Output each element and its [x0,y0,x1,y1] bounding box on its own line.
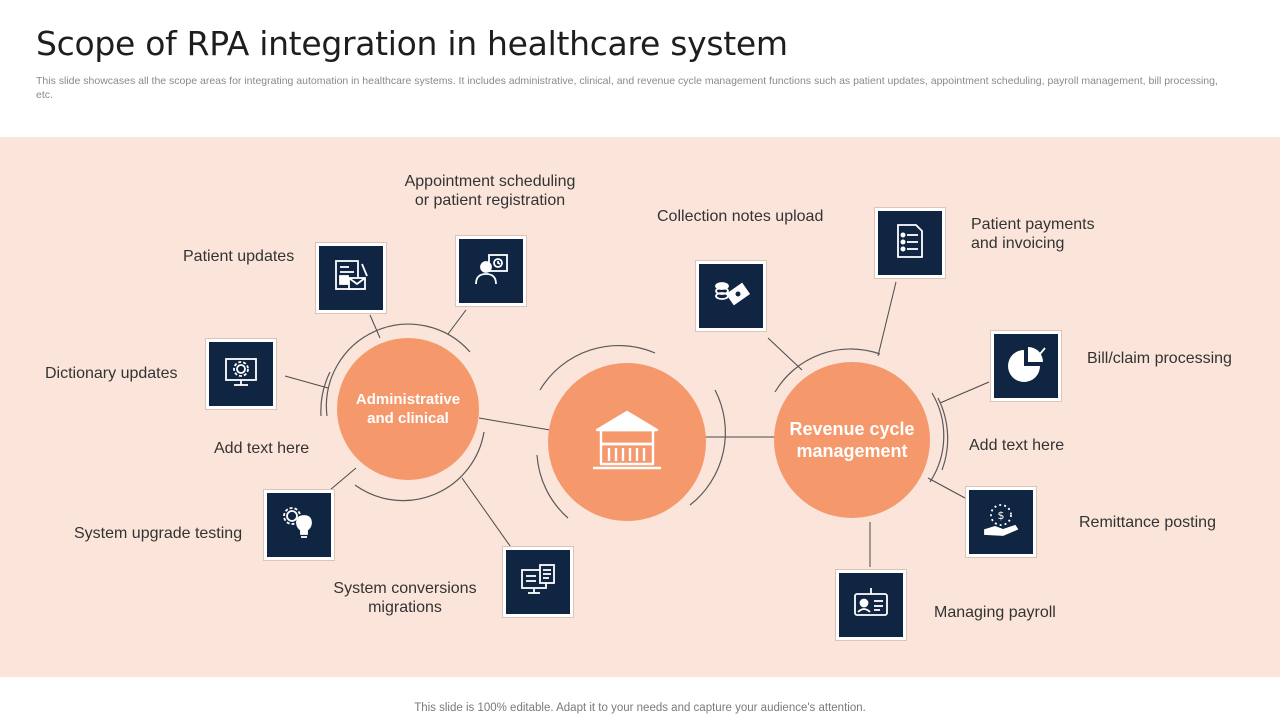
dictionary-box [206,339,276,409]
footer-note: This slide is 100% editable. Adapt it to… [414,702,866,714]
label-appointment: Appointment scheduling or patient regist… [400,172,580,210]
label-payments-text: Patient payments and invoicing [971,216,1095,252]
page-subtitle: This slide showcases all the scope areas… [36,75,1218,101]
label-patient-updates: Patient updates [183,248,295,265]
monitor-settings-icon [221,352,261,397]
conversions-box [503,547,573,617]
label-collection-notes: Collection notes upload [657,208,824,225]
invoice-list-icon [890,221,930,266]
svg-text:$: $ [998,509,1005,522]
hand-money-icon: $ [981,500,1021,545]
monitor-documents-icon [518,560,558,605]
label-system-upgrade: System upgrade testing [74,525,243,542]
label-admin-add-text: Add text here [214,440,310,457]
pie-chart-growth-icon [1004,342,1048,391]
payments-box [875,208,945,278]
label-conversions-text: System conversions migrations [333,580,477,616]
hub-center [548,363,706,521]
coins-cash-icon [711,274,751,319]
upgrade-box [264,490,334,560]
remittance-box: $ [966,487,1036,557]
label-system-conversions: System conversions migrations [320,579,490,617]
label-revenue-add-text: Add text here [969,437,1065,454]
patient-updates-box [316,243,386,313]
hospital-building-icon [587,400,667,485]
hub-revenue-cycle: Revenue cycle management [774,362,930,518]
hub-admin-label: Administrative and clinical [355,391,461,427]
collection-box [696,261,766,331]
appointment-box [456,236,526,306]
id-card-icon [851,583,891,628]
page-title: Scope of RPA integration in healthcare s… [36,24,788,63]
bill-box [991,331,1061,401]
user-calendar-icon [471,249,511,294]
label-bill-claim: Bill/claim processing [1087,350,1232,367]
label-remittance: Remittance posting [1079,514,1216,531]
label-patient-payments: Patient payments and invoicing [971,215,1111,253]
label-appointment-text: Appointment scheduling or patient regist… [404,173,576,209]
hub-revenue-label: Revenue cycle management [789,419,915,461]
hub-administrative-clinical: Administrative and clinical [337,338,479,480]
gear-bulb-icon [279,503,319,548]
document-mail-icon [331,256,371,301]
payroll-box [836,570,906,640]
label-managing-payroll: Managing payroll [934,604,1056,621]
label-dictionary-updates: Dictionary updates [45,365,178,382]
